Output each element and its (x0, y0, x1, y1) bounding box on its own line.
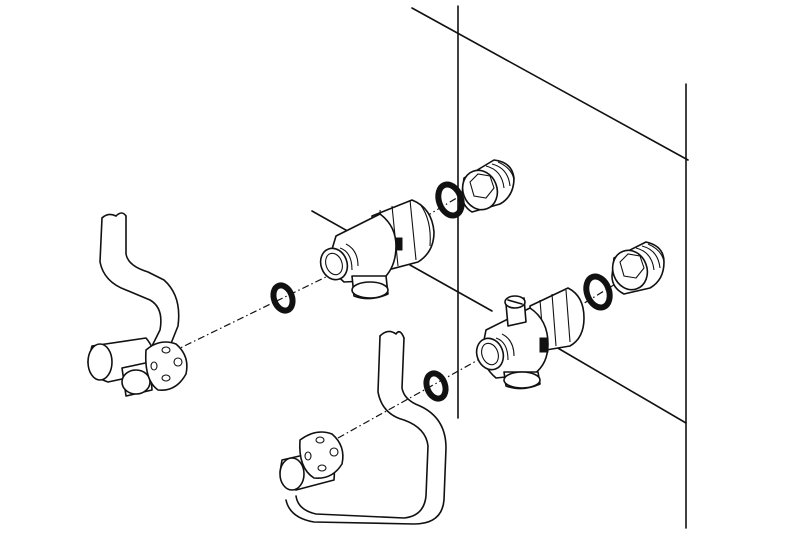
upper-nipple (461, 159, 515, 213)
wall-top-edge (411, 7, 689, 161)
lower-nipple (611, 241, 665, 295)
wall-floor-edge-b (409, 264, 493, 312)
upper-seal-ring (435, 181, 465, 219)
upper-pipe-ring (270, 282, 296, 314)
lower-axis-line (337, 359, 479, 439)
lower-three-way-valve (475, 287, 585, 390)
wall (311, 5, 689, 529)
wall-floor-edge-c (555, 346, 687, 424)
lower-pipe-ring (423, 370, 449, 402)
upper-axis-line (171, 274, 331, 353)
lower-seal-ring (583, 273, 613, 311)
lower-hose (279, 330, 447, 525)
o-rings (270, 181, 613, 402)
upper-hose (87, 212, 188, 397)
upper-angle-valve (319, 199, 435, 300)
